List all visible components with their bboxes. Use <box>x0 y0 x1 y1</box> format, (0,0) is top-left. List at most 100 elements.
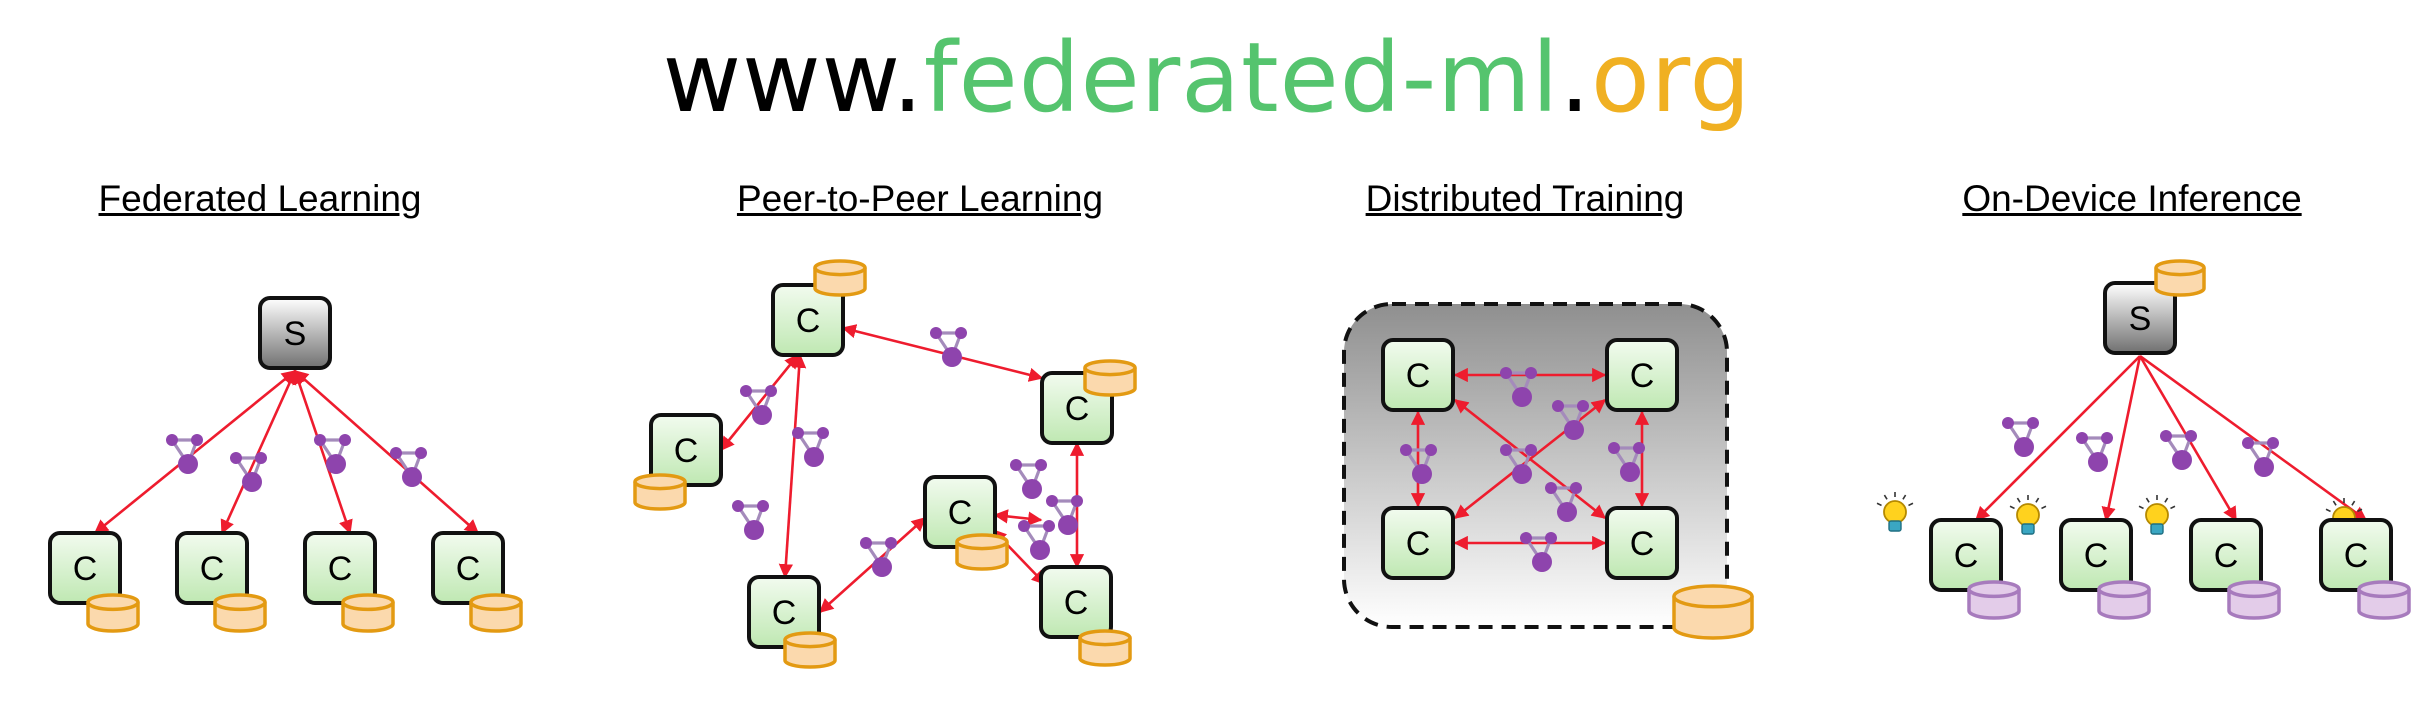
model-icon-node <box>744 520 764 540</box>
model-icon-node <box>2002 417 2014 429</box>
client-node-label: C <box>1406 357 1431 395</box>
odi-deploy-arrow <box>1974 355 2141 522</box>
lightbulb-ray <box>2035 497 2040 503</box>
model-icon <box>1545 482 1582 522</box>
dt-worker-node: C <box>1605 338 1679 412</box>
model-icon-node <box>2254 457 2274 477</box>
client-node-label: C <box>948 494 973 532</box>
client-node-box <box>48 531 122 605</box>
model-icon-node <box>230 452 242 464</box>
p2p-arrow <box>778 353 807 579</box>
client-node-box <box>1039 565 1113 639</box>
client-node-label: C <box>200 550 225 588</box>
server-node-label: S <box>2129 300 2152 338</box>
model-icon-node <box>757 500 769 512</box>
model-icon-node <box>1545 482 1557 494</box>
model-icon-node <box>1532 552 1552 572</box>
p2p-client-data <box>633 473 687 511</box>
lightbulb-ray <box>2016 497 2021 503</box>
model-icon <box>1552 400 1589 440</box>
model-icon-node <box>1557 502 1577 522</box>
lightbulb-base <box>2021 523 2035 535</box>
model-icon <box>1018 520 1055 560</box>
database-top <box>2154 259 2206 277</box>
model-icon-node <box>1520 532 1532 544</box>
fl-server-node: S <box>258 296 332 370</box>
server-node-box <box>258 296 332 370</box>
model-icon <box>740 385 777 425</box>
model-icon <box>1520 532 1557 572</box>
lightbulb-icon <box>2138 495 2176 535</box>
model-icon-node <box>732 500 744 512</box>
model-icon <box>1046 495 1083 535</box>
model-icon-node <box>2185 430 2197 442</box>
model-icon-node <box>1577 400 1589 412</box>
lightbulb-icon <box>2009 495 2047 535</box>
p2p-client-node: C <box>771 283 845 357</box>
odi-device-node: C <box>1929 518 2003 592</box>
model-icon <box>1500 367 1537 407</box>
odi-deploy-arrow <box>2139 354 2368 522</box>
model-icon-node <box>740 385 752 397</box>
model-icon-node <box>804 447 824 467</box>
lightbulb-ray <box>2357 508 2363 513</box>
odi-server-node: S <box>2103 281 2177 355</box>
model-icon <box>390 447 427 487</box>
client-node-box <box>431 531 505 605</box>
client-node-label: C <box>2214 537 2239 575</box>
model-icon-node <box>1500 367 1512 379</box>
fl-client-data <box>86 593 140 633</box>
model-icon-node <box>1043 520 1055 532</box>
model-icon-node <box>955 327 967 339</box>
lightbulb-ray <box>2145 497 2150 503</box>
odi-server-data <box>2154 259 2206 297</box>
title-www: www. <box>662 22 924 134</box>
model-icon-node <box>1046 495 1058 507</box>
fl-client-node: C <box>175 531 249 605</box>
client-node-label: C <box>674 432 699 470</box>
database-top <box>955 533 1009 551</box>
model-icon-node <box>1608 442 1620 454</box>
model-icon <box>2242 437 2279 477</box>
model-icon-node <box>792 427 804 439</box>
model-icon <box>230 452 267 492</box>
database-top <box>1672 584 1754 609</box>
dt-worker-node: C <box>1381 338 1455 412</box>
model-icon-node <box>1564 420 1584 440</box>
lightbulb-ray <box>2325 508 2331 513</box>
fl-client-data <box>469 593 523 633</box>
model-icon-node <box>1552 400 1564 412</box>
database-top <box>783 631 837 649</box>
title-dot: . <box>1559 22 1591 134</box>
p2p-client-node: C <box>747 575 821 649</box>
database-top <box>1967 580 2021 599</box>
client-node-label: C <box>796 302 821 340</box>
client-node-box <box>1605 338 1679 412</box>
p2p-client-data <box>1083 359 1137 397</box>
client-node-label: C <box>1406 525 1431 563</box>
lightbulb-glass <box>2016 503 2040 527</box>
model-icon-node <box>860 537 872 549</box>
model-icon-node <box>1412 464 1432 484</box>
lightbulb-ray <box>2041 505 2047 510</box>
model-icon-node <box>1058 515 1078 535</box>
lightbulb-base <box>2150 523 2164 535</box>
database-top <box>86 593 140 612</box>
client-node-box <box>1605 506 1679 580</box>
client-node-label: C <box>2084 537 2109 575</box>
model-icon-node <box>1545 532 1557 544</box>
model-icon-node <box>326 454 346 474</box>
client-node-label: C <box>328 550 353 588</box>
server-node-box <box>2103 281 2177 355</box>
p2p-arrow <box>719 353 800 452</box>
dt-worker-node: C <box>1381 506 1455 580</box>
model-icon-node <box>178 454 198 474</box>
database-top <box>469 593 523 612</box>
client-node-label: C <box>772 594 797 632</box>
model-icon <box>166 434 203 474</box>
model-icon <box>930 327 967 367</box>
model-icon-node <box>242 472 262 492</box>
model-icon-node <box>942 347 962 367</box>
client-node-label: C <box>1630 357 1655 395</box>
